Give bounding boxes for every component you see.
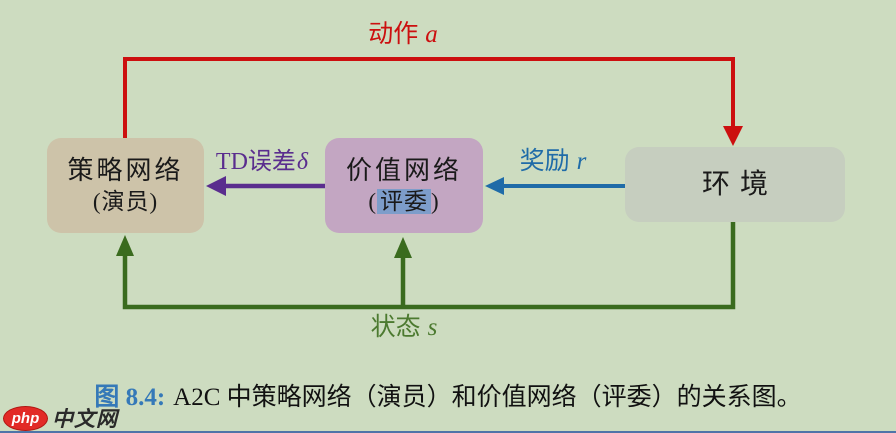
td-error-label-text: TD误差: [215, 149, 296, 175]
figure-caption-number: 图 8.4:: [94, 384, 166, 411]
node-value-network: 价值网络 (评委): [325, 138, 483, 233]
node-environment: 环境: [625, 147, 845, 222]
php-cn-watermark-logo: php 中文网: [3, 403, 118, 433]
value-network-subtitle: (评委): [368, 187, 439, 217]
figure-caption-text: A2C 中策略网络（演员）和价值网络（评委）的关系图。: [173, 384, 802, 411]
php-logo-text: 中文网: [52, 408, 118, 431]
bottom-edge-strip: [0, 431, 896, 433]
action-arrowhead: [723, 126, 743, 146]
td-error-variable: δ: [296, 149, 309, 175]
state-label-text: 状态: [370, 314, 421, 341]
value-network-title: 价值网络: [345, 155, 462, 185]
policy-network-subtitle: (演员): [92, 188, 159, 214]
policy-network-title: 策略网络: [67, 155, 184, 185]
action-label-text: 动作: [368, 21, 419, 48]
action-arrow-line: [123, 57, 735, 139]
reward-label-text: 奖励: [519, 148, 570, 175]
state-line-main: [122, 222, 736, 310]
reward-arrowhead: [485, 177, 504, 195]
action-variable: a: [425, 21, 438, 48]
figure-caption: 图 8.4: A2C 中策略网络（演员）和价值网络（评委）的关系图。: [0, 377, 896, 413]
td-error-label: TD误差δ: [216, 148, 308, 176]
td-error-arrowhead: [206, 176, 226, 196]
state-variable: s: [427, 314, 438, 341]
php-logo-badge: php: [3, 405, 48, 431]
state-arrowhead-value: [394, 237, 412, 258]
state-arrowhead-policy: [116, 235, 134, 256]
reward-variable: r: [576, 148, 587, 175]
node-policy-network: 策略网络 (演员): [47, 138, 204, 233]
value-subtitle-close-paren: ): [431, 188, 440, 214]
value-subtitle-highlighted-text: 评委: [377, 188, 431, 214]
environment-title: 环境: [701, 168, 778, 200]
value-subtitle-open-paren: (: [368, 188, 377, 214]
